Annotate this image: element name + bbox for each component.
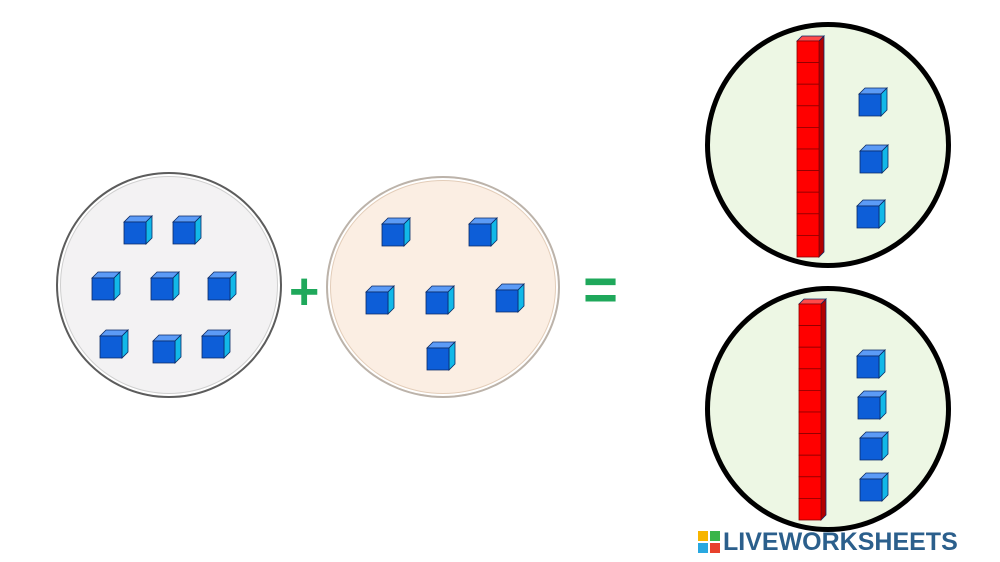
first-group-cube: [172, 215, 202, 245]
second-group-cube: [495, 283, 525, 313]
equals-sign: =: [583, 256, 619, 323]
first-group-cube: [207, 271, 237, 301]
option-2-unit-cube: [856, 349, 886, 379]
brand-name: LIVEWORKSHEETS: [723, 527, 958, 556]
option-1-unit-cube: [858, 87, 888, 117]
second-group-cube: [381, 217, 411, 247]
option-2-unit-cube: [859, 431, 889, 461]
option-2-unit-cube: [859, 472, 889, 502]
answer-option-2[interactable]: [705, 286, 951, 532]
first-group-cube: [201, 329, 231, 359]
option-1-unit-cube: [856, 199, 886, 229]
option-1-unit-cube: [859, 144, 889, 174]
logo-icon: [698, 531, 720, 553]
liveworksheets-logo: LIVEWORKSHEETS: [698, 527, 958, 557]
first-group-cube: [99, 329, 129, 359]
plus-sign: +: [289, 263, 320, 321]
option-2-unit-cube: [857, 390, 887, 420]
first-group-cube: [152, 334, 182, 364]
second-group-cube: [426, 341, 456, 371]
second-group-cube: [425, 285, 455, 315]
second-group-cube: [468, 217, 498, 247]
first-group-cube: [150, 271, 180, 301]
option-1-ten-rod: [796, 35, 825, 258]
first-group-cube: [123, 215, 153, 245]
answer-option-1[interactable]: [705, 22, 951, 268]
second-group-cube: [365, 285, 395, 315]
option-2-ten-rod: [798, 298, 827, 521]
first-group-cube: [91, 271, 121, 301]
